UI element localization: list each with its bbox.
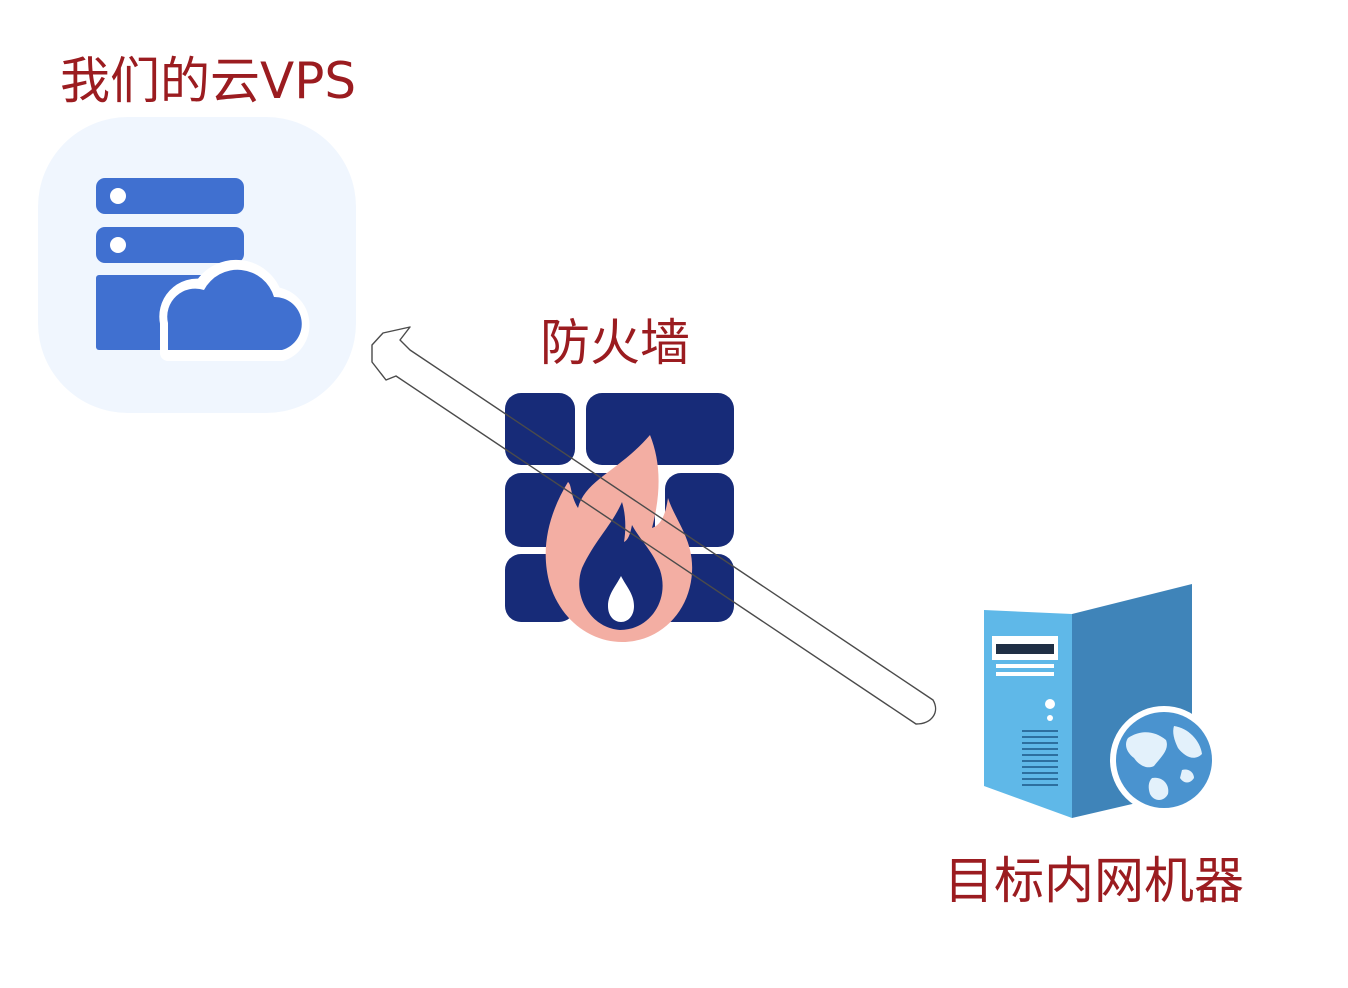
vps-label: 我们的云VPS <box>60 52 357 110</box>
cloud-server-icon <box>38 117 356 413</box>
firewall-flame-icon <box>500 390 740 650</box>
server-globe-icon <box>978 580 1218 820</box>
target-machine-label: 目标内网机器 <box>944 852 1244 910</box>
firewall-label: 防火墙 <box>540 314 690 372</box>
